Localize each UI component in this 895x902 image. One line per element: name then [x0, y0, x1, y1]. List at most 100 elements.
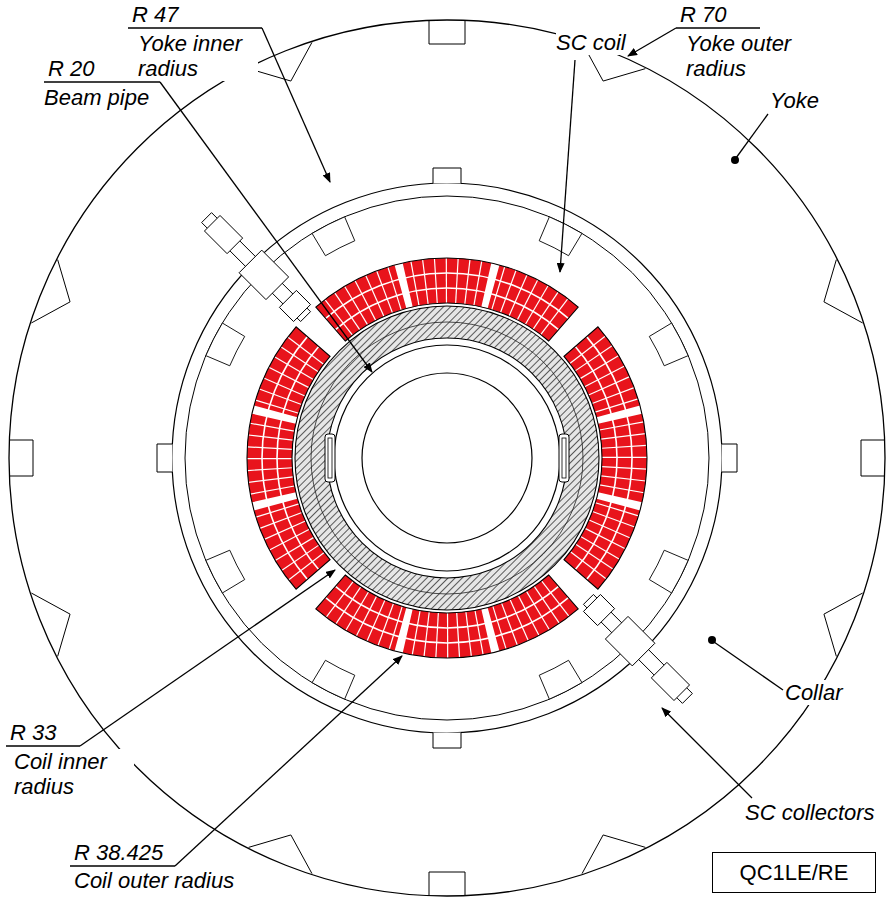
coil-turn-gap: [585, 366, 625, 387]
sc-collector-strip: [202, 213, 311, 322]
dimension-underline: [44, 81, 160, 82]
dimension-label: R 33: [10, 720, 56, 745]
coil-turn-gap: [580, 356, 619, 379]
collar-step: [312, 660, 355, 699]
collar-step: [312, 217, 355, 256]
coil-turn-gap: [517, 280, 537, 320]
collar-step: [539, 660, 582, 699]
beam-pipe-bracket: [559, 434, 569, 482]
coil-turn-gap: [601, 476, 646, 481]
leader-dot: [708, 636, 716, 644]
leader-line: [175, 656, 402, 866]
leader-dot: [731, 156, 739, 164]
coil-turn-gap: [247, 468, 292, 471]
beam-pipe-outer: [334, 345, 560, 571]
coil-turn-gap: [466, 612, 471, 657]
coil-turn-gap: [602, 445, 647, 448]
coil-turn-gap: [541, 299, 568, 335]
coil-turn-gap: [260, 513, 302, 529]
sc-collector-block: [279, 290, 310, 321]
yoke-notch-triangle: [249, 835, 312, 874]
dimension-label: R 38.425: [74, 840, 163, 865]
beam-pipe-bracket-slot: [562, 438, 566, 478]
leader-line: [736, 114, 768, 158]
coil-turn-gap: [600, 485, 644, 493]
yoke-key-slot: [157, 444, 172, 472]
coil-turn-gap: [355, 280, 376, 320]
coil-turn-gap: [446, 258, 447, 303]
coil-turn-gap: [575, 346, 612, 371]
coil-turn-gap: [589, 520, 630, 538]
dimension-underline: [6, 745, 80, 746]
collar-step: [206, 323, 245, 366]
coil-turn-gap: [247, 447, 292, 450]
coil-turn-gap: [423, 259, 428, 304]
coil-wedge: [395, 608, 413, 653]
coil-turn-gap: [250, 486, 294, 494]
yoke-notch-slot: [861, 440, 885, 476]
coil-turn-gap: [585, 528, 625, 548]
yoke-notch-triangle: [31, 260, 70, 323]
dimension-underline: [70, 865, 175, 866]
beam-pipe-bracket-slot: [328, 438, 332, 478]
hatched-ring-divider: [311, 322, 583, 594]
coil-turn-gap: [424, 612, 429, 657]
coil-turn-gap: [412, 611, 420, 655]
yoke-notch-triangle: [31, 593, 70, 656]
coil-turn-gap: [542, 581, 569, 617]
leader-line: [80, 570, 335, 746]
coil-turn-gap: [509, 275, 527, 316]
coil-turn-gap: [434, 258, 437, 303]
sc-collector-block: [605, 616, 654, 665]
coil-turn-gap: [526, 591, 549, 630]
collar-step: [649, 550, 688, 593]
coil-turn-gap: [474, 261, 482, 305]
coil-turn-gap: [269, 529, 309, 550]
coil-turn-gap: [602, 457, 647, 458]
leader-line: [714, 642, 783, 690]
yoke-notch-slot: [9, 440, 33, 476]
part-name: Yoke: [770, 88, 819, 113]
coil-turn-gap: [325, 300, 352, 336]
part-name: Beam pipe: [44, 85, 149, 110]
coil-turn-gap: [570, 336, 606, 363]
beam-pipe-bracket: [325, 434, 335, 482]
coil-turn-gap: [436, 613, 439, 658]
coil-turn-gap: [599, 422, 643, 430]
coil-turn-gap: [475, 610, 483, 654]
coil-turn-gap: [289, 553, 325, 580]
coil-wedge: [395, 263, 413, 308]
coil-turn-gap: [335, 293, 360, 330]
coil-wedge: [597, 492, 642, 510]
coil-turn-gap: [465, 259, 470, 304]
coil-turn-gap: [247, 458, 292, 459]
coil-turn-gap: [269, 367, 309, 387]
coil-turn-gap: [281, 347, 318, 372]
leader-line: [262, 28, 330, 182]
part-name: SC coil: [556, 30, 626, 55]
coil-turn-gap: [345, 286, 368, 325]
leader-line: [560, 60, 575, 272]
coil-turn-gap: [274, 357, 313, 380]
coil-wedge: [252, 406, 297, 424]
coil-turn-gap: [601, 434, 646, 439]
leader-line: [662, 708, 752, 798]
part-name: Yoke outer radius: [686, 31, 816, 81]
coil-turn-gap: [275, 537, 314, 560]
yoke-notch-triangle: [824, 260, 863, 323]
drawing-id: QC1LE/RE: [740, 860, 849, 885]
coil-turn-gap: [248, 477, 293, 482]
coil-turn-gap: [447, 613, 448, 658]
coil-turn-gap: [411, 261, 419, 305]
coil-wedge: [481, 608, 499, 653]
coil-turn-gap: [518, 596, 539, 636]
coil-turn-gap: [250, 423, 294, 431]
yoke-inner-circle: [172, 183, 722, 733]
part-name: Coil outer radius: [74, 868, 234, 893]
part-name: Collar: [785, 680, 842, 705]
yoke-notch-slot: [429, 872, 465, 896]
yoke-notch-triangle: [582, 835, 645, 874]
coil-wedge: [252, 492, 297, 510]
